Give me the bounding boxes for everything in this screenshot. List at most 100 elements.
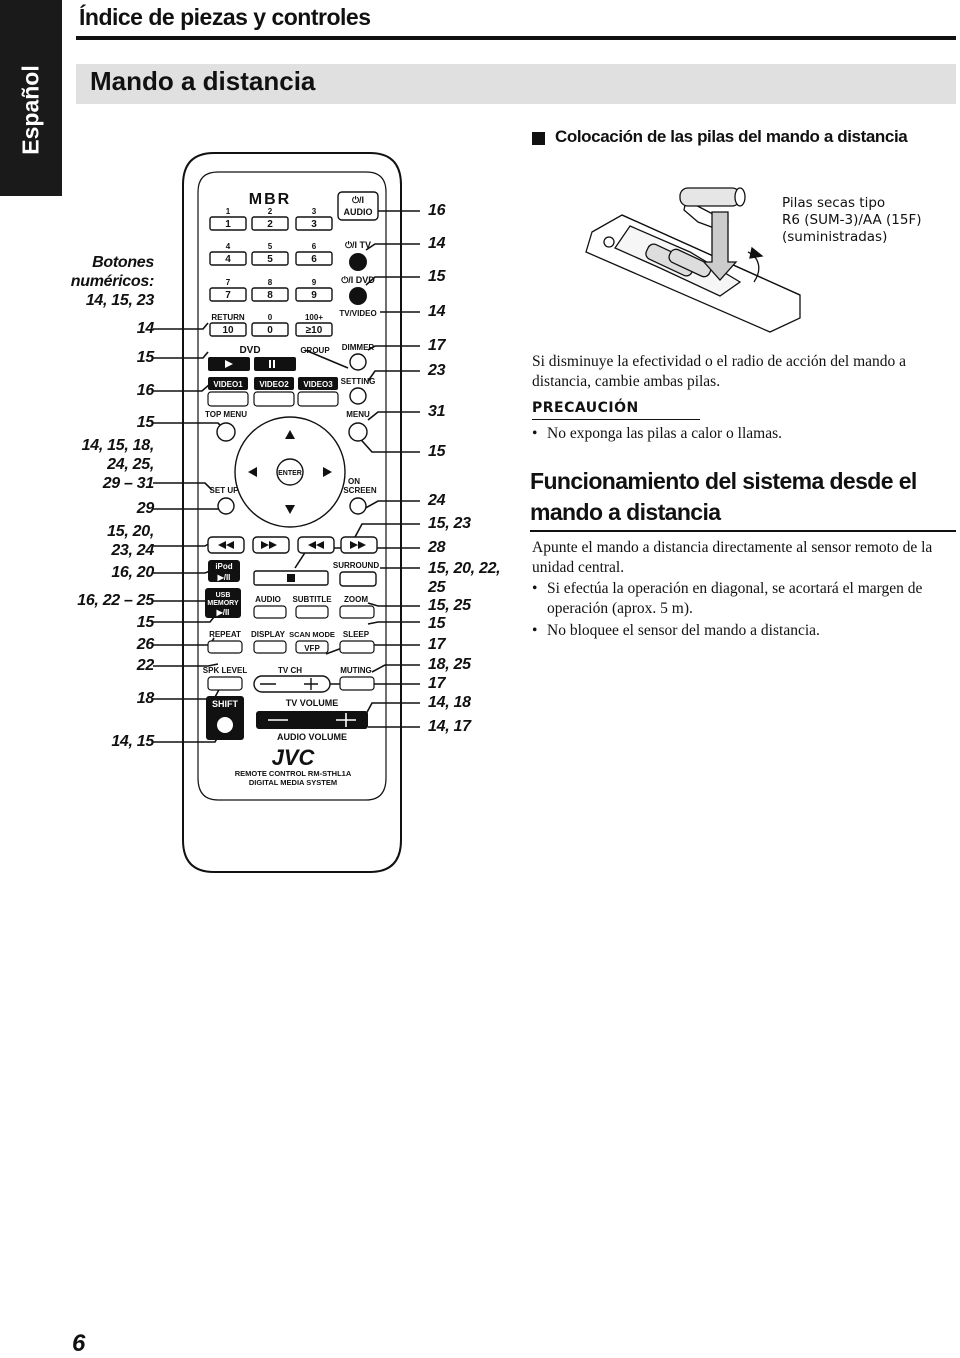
- label-right: 28: [428, 539, 446, 556]
- remote-audio-btn-label: AUDIO: [255, 595, 281, 604]
- label-left: 22: [136, 657, 155, 674]
- remote-number-key[interactable]: [209, 287, 247, 302]
- label-numeric-line: 14, 15, 23: [85, 292, 154, 309]
- remote-menu-label: MENU: [346, 410, 370, 419]
- remote-number-key-label: ≥10: [306, 325, 323, 336]
- remote-muting-label: MUTING: [340, 666, 372, 675]
- remote-number-key[interactable]: [295, 251, 333, 266]
- remote-tv-power-label: ⏻/I TV: [345, 240, 371, 250]
- remote-number-key-caption: 8: [268, 278, 273, 287]
- label-right: 15: [428, 615, 446, 632]
- remote-ipod-label: iPod: [215, 562, 232, 571]
- remote-vfp-label: VFP: [304, 644, 320, 653]
- operation-rule: [530, 530, 956, 532]
- label-numeric-line: Botones: [92, 254, 154, 271]
- page-number: 6: [72, 1330, 86, 1357]
- battery-caption: Pilas secas tipo R6 (SUM-3)/AA (15F) (su…: [782, 195, 922, 246]
- remote-number-key[interactable]: [251, 322, 289, 337]
- remote-number-key-label: 4: [225, 254, 231, 265]
- label-right: 14, 18: [428, 694, 471, 711]
- remote-number-key[interactable]: [295, 322, 333, 337]
- label-right-line: 25: [428, 579, 446, 596]
- remote-number-key[interactable]: [251, 287, 289, 302]
- warning-heading: PRECAUCIÓN: [532, 400, 639, 416]
- remote-tv-ch-label: TV CH: [278, 666, 302, 675]
- remote-number-key-label: 5: [267, 254, 273, 265]
- label-right: 31: [428, 403, 446, 420]
- remote-video3-label: VIDEO3: [303, 380, 333, 389]
- label-right: 15: [428, 268, 446, 285]
- svg-text:▶/II: ▶/II: [217, 573, 231, 582]
- label-left-line: 14, 15, 18,: [81, 437, 155, 454]
- remote-number-key-caption: 3: [312, 207, 317, 216]
- remote-number-key-caption: 5: [268, 242, 273, 251]
- operation-heading: Funcionamiento del sistema desde el mand…: [530, 468, 917, 525]
- remote-video2-label: VIDEO2: [259, 380, 289, 389]
- section-title: Mando a distancia: [90, 66, 316, 96]
- operation-item: Si efectúa la operación en diagonal, se …: [532, 579, 957, 619]
- remote-usb-label: USB: [216, 592, 231, 599]
- label-right: 23: [428, 362, 446, 379]
- remote-on-label: ON: [348, 477, 360, 486]
- remote-video1-label: VIDEO1: [213, 380, 243, 389]
- label-left: 14: [136, 320, 155, 337]
- label-left: 15: [136, 614, 155, 631]
- remote-number-key[interactable]: [295, 216, 333, 231]
- subsection-bullet-icon: [532, 132, 545, 145]
- label-right: 17: [428, 675, 446, 692]
- label-left: 16, 22 – 25: [77, 592, 154, 609]
- remote-number-key-label: 7: [225, 290, 231, 301]
- remote-setting-label: SETTING: [341, 377, 376, 386]
- label-right: 17: [428, 337, 446, 354]
- remote-repeat-label: REPEAT: [209, 630, 241, 639]
- svg-text:▶/II: ▶/II: [216, 608, 230, 617]
- subsection-title: Colocación de las pilas del mando a dist…: [555, 127, 908, 146]
- remote-tv-video-label: TV/VIDEO: [339, 309, 376, 318]
- remote-audio-volume-label: AUDIO VOLUME: [277, 732, 347, 742]
- remote-number-key[interactable]: [295, 287, 333, 302]
- remote-display-label: DISPLAY: [251, 630, 286, 639]
- label-left: 16: [136, 382, 155, 399]
- remote-audio-power: ⏻/I: [352, 195, 364, 205]
- battery-note: Si disminuye la efectividad o el radio d…: [532, 353, 907, 390]
- remote-sleep-label: SLEEP: [343, 630, 370, 639]
- label-right: 17: [428, 636, 446, 653]
- warning-item: No exponga las pilas a calor o llamas.: [532, 424, 957, 444]
- remote-number-key-label: 10: [222, 325, 234, 336]
- battery-caption-line: R6 (SUM-3)/AA (15F): [782, 212, 922, 228]
- label-left-multi: 14, 15, 18, 24, 25, 29 – 31: [34, 436, 155, 493]
- remote-tv-volume-label: TV VOLUME: [286, 698, 339, 708]
- remote-memory-label: MEMORY: [207, 600, 239, 607]
- remote-number-key-caption: 0: [268, 313, 273, 322]
- remote-number-key[interactable]: [251, 216, 289, 231]
- remote-number-key-caption: 6: [312, 242, 317, 251]
- label-left: 14, 15: [111, 733, 154, 750]
- remote-number-key-label: 1: [225, 219, 231, 230]
- remote-shift-label: SHIFT: [212, 699, 239, 709]
- remote-number-key-caption: 100+: [305, 313, 323, 322]
- remote-number-key[interactable]: [251, 251, 289, 266]
- label-numeric-line: numéricos:: [70, 273, 155, 290]
- remote-subtitle-label: SUBTITLE: [292, 595, 332, 604]
- remote-zoom-label: ZOOM: [344, 595, 368, 604]
- remote-number-key-caption: 1: [226, 207, 231, 216]
- remote-brand-jvc: JVC: [272, 745, 316, 770]
- remote-set-up-label: SET UP: [210, 486, 240, 495]
- remote-surround-label: SURROUND: [333, 561, 379, 570]
- label-left-line: 23, 24: [111, 542, 154, 559]
- remote-number-key[interactable]: [209, 322, 247, 337]
- remote-number-key-label: 6: [311, 254, 317, 265]
- label-right: 18, 25: [428, 656, 471, 673]
- chapter-rule: [76, 36, 956, 40]
- remote-number-key-caption: RETURN: [211, 313, 245, 322]
- label-right: 16: [428, 202, 446, 219]
- label-right: 15, 25: [428, 597, 471, 614]
- remote-number-key-caption: 9: [312, 278, 317, 287]
- remote-number-key[interactable]: [209, 251, 247, 266]
- remote-spk-level-label: SPK LEVEL: [203, 666, 248, 675]
- remote-number-key[interactable]: [209, 216, 247, 231]
- remote-dvd-label: DVD: [239, 345, 260, 356]
- remote-number-key-caption: 4: [226, 242, 231, 251]
- remote-brand-mbr: MBR: [249, 191, 291, 208]
